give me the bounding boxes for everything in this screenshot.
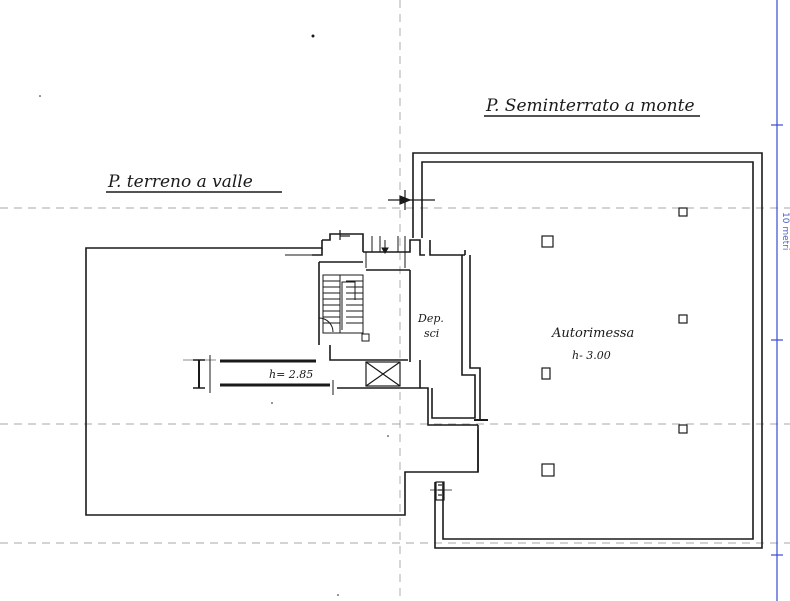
garage-height: h- 3.00 bbox=[572, 349, 611, 362]
corridor-height: h= 2.85 bbox=[269, 368, 313, 381]
garage-walls bbox=[412, 152, 763, 549]
scale-label: 10 metri bbox=[780, 212, 790, 250]
storage-label-line1: Dep. bbox=[417, 312, 444, 325]
semi-basement-title: P. Seminterrato a monte bbox=[485, 96, 695, 116]
storage-label-line2: sci bbox=[424, 327, 439, 340]
ground-floor-title: P. terreno a valle bbox=[107, 172, 253, 192]
entry-arrow bbox=[339, 190, 435, 240]
lift-shaft bbox=[365, 361, 401, 387]
stair-treads bbox=[318, 274, 370, 342]
ground-floor-outline bbox=[85, 240, 479, 516]
garage-pillars bbox=[541, 207, 688, 477]
lower-opening bbox=[430, 419, 488, 501]
stair-core bbox=[285, 233, 481, 472]
garage-label: Autorimessa bbox=[551, 326, 634, 341]
corridor bbox=[183, 355, 334, 395]
stray-marks bbox=[39, 34, 389, 596]
door-marks bbox=[365, 236, 406, 268]
scale-bar: 10 metri bbox=[771, 0, 790, 601]
